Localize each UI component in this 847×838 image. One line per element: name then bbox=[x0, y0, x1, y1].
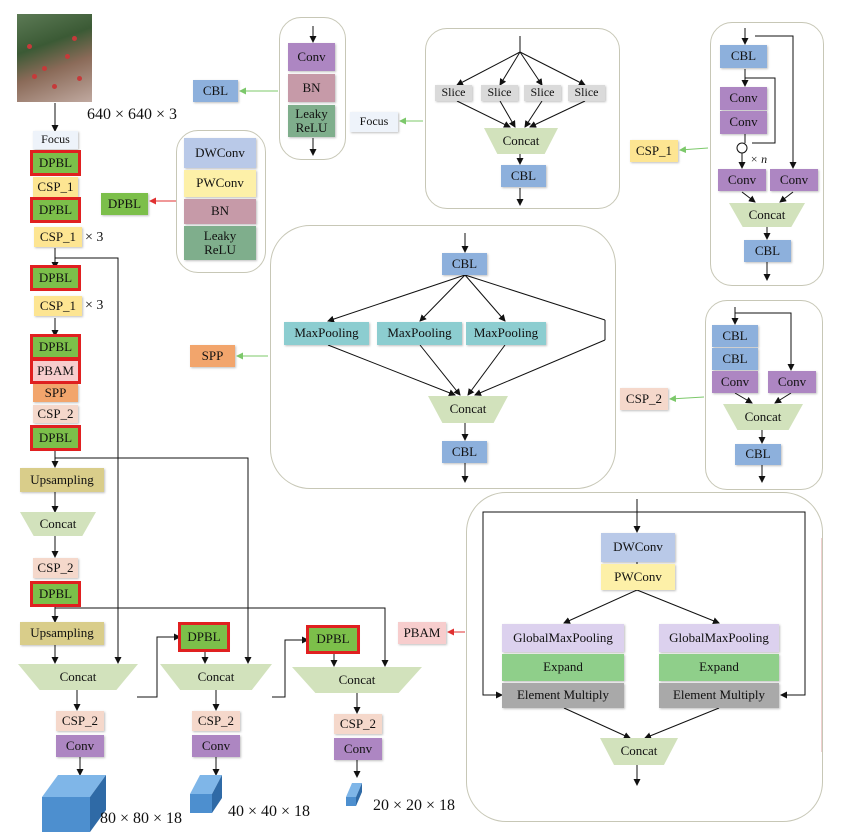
csp1-def-conv-2: Conv bbox=[720, 111, 767, 134]
head3-conv: Conv bbox=[334, 738, 382, 760]
head1-size-label: 80 × 80 × 18 bbox=[100, 810, 183, 827]
backbone-csp1-1: CSP_1 bbox=[33, 177, 78, 197]
neck-concat-2: Concat bbox=[18, 664, 138, 690]
neck-concat-4: Concat bbox=[292, 667, 422, 693]
csp2-def-conv-1: Conv bbox=[712, 371, 758, 393]
input-size-label: 640 × 640 × 3 bbox=[87, 106, 178, 123]
neck-upsampling-1: Upsampling bbox=[20, 468, 104, 492]
pbam-expand-left: Expand bbox=[502, 654, 624, 681]
pbam-def-dwconv: DWConv bbox=[601, 533, 675, 562]
pbam-em-right: Element Multiply bbox=[659, 683, 779, 708]
head2-size-label: 40 × 40 × 18 bbox=[228, 803, 311, 820]
pbam-concat: Concat bbox=[600, 738, 678, 765]
head3-csp2: CSP_2 bbox=[334, 714, 382, 734]
pbam-def-panel bbox=[466, 492, 823, 822]
output-cube-80 bbox=[42, 775, 106, 832]
spp-def-label: SPP bbox=[190, 345, 235, 367]
cbl-def-label: CBL bbox=[193, 80, 238, 102]
spp-maxpool-2: MaxPooling bbox=[377, 322, 462, 345]
spp-maxpool-1: MaxPooling bbox=[284, 322, 369, 345]
csp1-def-concat: Concat bbox=[729, 203, 805, 227]
csp2-def-label: CSP_2 bbox=[620, 388, 668, 410]
dpbl-def-panel bbox=[176, 130, 266, 273]
head2-conv: Conv bbox=[192, 735, 240, 757]
focus-concat: Concat bbox=[484, 128, 558, 154]
dpbl-def-pwconv: PWConv bbox=[184, 170, 256, 197]
backbone-pbam: PBAM bbox=[30, 358, 81, 384]
dpbl-def-label: DPBL bbox=[101, 193, 148, 215]
csp1-def-times-n: × n bbox=[750, 152, 768, 166]
neck-dpbl: DPBL bbox=[30, 581, 81, 607]
pbam-gmp-right: GlobalMaxPooling bbox=[659, 624, 779, 652]
csp1-def-conv-3: Conv bbox=[718, 169, 766, 191]
backbone-csp2: CSP_2 bbox=[33, 405, 78, 423]
csp2-def-cbl-1: CBL bbox=[712, 325, 758, 347]
neck-upsampling-2: Upsampling bbox=[20, 622, 104, 645]
csp1-def-cbl-top: CBL bbox=[720, 45, 767, 68]
backbone-spp: SPP bbox=[33, 384, 78, 402]
dpbl-def-dwconv: DWConv bbox=[184, 138, 256, 168]
backbone-csp1-3: CSP_1 bbox=[34, 296, 82, 316]
backbone-csp1-2: CSP_1 bbox=[34, 227, 82, 247]
backbone-dpbl-5: DPBL bbox=[30, 425, 81, 451]
backbone-dpbl-2: DPBL bbox=[30, 197, 81, 223]
cbl-def-leaky: Leaky ReLU bbox=[288, 105, 335, 137]
focus-def-panel bbox=[425, 28, 620, 209]
focus-slice-1: Slice bbox=[435, 85, 472, 101]
dpbl-def-bn: BN bbox=[184, 199, 256, 224]
backbone-dpbl-3: DPBL bbox=[30, 265, 81, 291]
head1-conv: Conv bbox=[56, 735, 104, 757]
csp2-def-cbl-2: CBL bbox=[712, 348, 758, 370]
head2-csp2: CSP_2 bbox=[192, 711, 240, 731]
csp1-def-label: CSP_1 bbox=[630, 140, 678, 162]
pbam-gmp-left: GlobalMaxPooling bbox=[502, 624, 624, 652]
csp1-def-panel bbox=[710, 22, 824, 286]
cbl-def-bn: BN bbox=[288, 74, 335, 102]
csp1-def-cbl-bot: CBL bbox=[744, 240, 791, 262]
focus-slice-2: Slice bbox=[481, 85, 518, 101]
neck-concat-3: Concat bbox=[160, 664, 272, 690]
head3-size-label: 20 × 20 × 18 bbox=[373, 797, 456, 814]
cbl-def-leaky-text: Leaky ReLU bbox=[295, 105, 328, 135]
backbone-dpbl-1: DPBL bbox=[30, 150, 81, 176]
csp1-def-conv-1: Conv bbox=[720, 87, 767, 110]
input-image bbox=[17, 14, 92, 102]
dpbl-def-leaky: Leaky ReLU bbox=[184, 226, 256, 260]
cbl-def-conv: Conv bbox=[288, 43, 335, 71]
neck-concat-1: Concat bbox=[20, 512, 96, 536]
neck-dpbl-c: DPBL bbox=[306, 625, 360, 654]
csp2-def-cbl-3: CBL bbox=[735, 444, 781, 465]
focus-slice-3: Slice bbox=[524, 85, 561, 101]
pbam-def-pwconv: PWConv bbox=[601, 564, 675, 590]
csp2-def-concat: Concat bbox=[723, 404, 803, 430]
neck-csp2: CSP_2 bbox=[33, 558, 78, 578]
head1-csp2: CSP_2 bbox=[56, 711, 104, 731]
cbl-def-panel bbox=[279, 17, 346, 160]
repeat-x3-label: × 3 bbox=[85, 298, 104, 313]
spp-maxpool-3: MaxPooling bbox=[466, 322, 546, 345]
focus-slice-4: Slice bbox=[568, 85, 605, 101]
focus-cbl: CBL bbox=[501, 165, 546, 187]
spp-def-cbl-bot: CBL bbox=[442, 441, 487, 463]
focus-def-label: Focus bbox=[350, 112, 398, 132]
output-cube-20 bbox=[346, 783, 362, 806]
spp-concat: Concat bbox=[428, 396, 508, 423]
pbam-em-left: Element Multiply bbox=[502, 683, 624, 708]
spp-def-cbl-top: CBL bbox=[442, 253, 487, 275]
output-cube-40 bbox=[190, 775, 222, 813]
pbam-def-label: PBAM bbox=[398, 622, 446, 644]
backbone-focus: Focus bbox=[33, 131, 78, 149]
dpbl-def-leaky-text: Leaky ReLU bbox=[203, 227, 237, 257]
csp2-def-panel bbox=[705, 300, 823, 490]
csp1-def-conv-4: Conv bbox=[770, 169, 818, 191]
neck-dpbl-b: DPBL bbox=[178, 622, 230, 652]
repeat-x3-label: × 3 bbox=[85, 230, 104, 245]
backbone-dpbl-4: DPBL bbox=[30, 334, 81, 360]
pbam-expand-right: Expand bbox=[659, 654, 779, 681]
csp2-def-conv-2: Conv bbox=[768, 371, 816, 393]
spp-def-panel bbox=[270, 225, 616, 489]
